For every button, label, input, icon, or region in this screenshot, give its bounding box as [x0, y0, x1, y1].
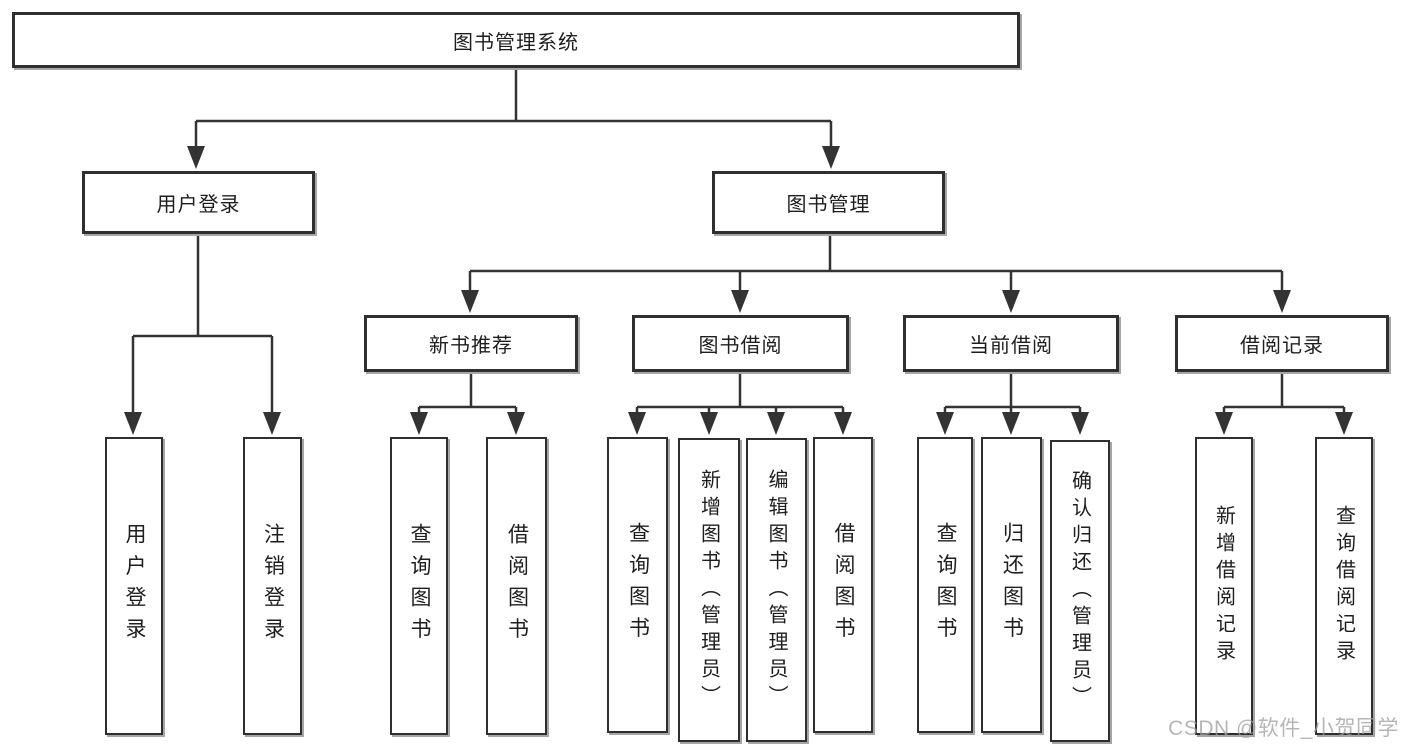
node-new-book-recommend: 新书推荐 — [364, 315, 578, 372]
leaf-borrow-books: 借阅图书 — [813, 437, 873, 733]
leaf-confirm-return-admin: 确认归还（管理员） — [1050, 440, 1110, 742]
leaf-logout: 注销登录 — [243, 437, 302, 735]
node-book-management: 图书管理 — [712, 171, 945, 234]
node-current-borrow: 当前借阅 — [903, 315, 1119, 372]
csdn-watermark: CSDN @软件_小贺同学 — [1168, 717, 1399, 740]
leaf-add-books-admin: 新增图书（管理员） — [678, 438, 740, 742]
leaf-edit-books-admin: 编辑图书（管理员） — [746, 438, 807, 742]
leaf-borrow-books-recommend: 借阅图书 — [486, 437, 547, 735]
leaf-query-books-recommend: 查询图书 — [390, 437, 448, 735]
node-borrow-records: 借阅记录 — [1175, 315, 1389, 372]
leaf-query-books-current: 查询图书 — [917, 437, 973, 733]
leaf-return-books: 归还图书 — [981, 437, 1042, 733]
leaf-query-borrow-record: 查询借阅记录 — [1315, 437, 1373, 735]
leaf-query-books-borrow: 查询图书 — [607, 437, 668, 733]
node-book-borrow: 图书借阅 — [632, 315, 849, 372]
node-root: 图书管理系统 — [12, 12, 1020, 68]
leaf-user-login: 用户登录 — [105, 437, 163, 735]
leaf-add-borrow-record: 新增借阅记录 — [1195, 437, 1253, 735]
node-user-login: 用户登录 — [82, 171, 315, 234]
